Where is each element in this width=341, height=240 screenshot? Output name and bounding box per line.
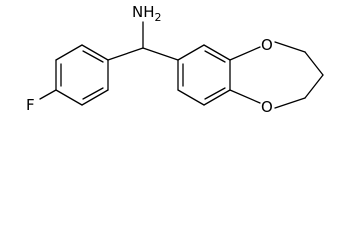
double-bond-inner: [204, 50, 226, 63]
bond-c-o-top: [229, 46, 261, 61]
bond-ch-benzo: [142, 47, 179, 61]
dioxepine-ring: [229, 41, 324, 109]
double-bond-inner: [204, 87, 226, 100]
molecule-drawing: F NH2 O O: [26, 3, 324, 116]
fluorophenyl-ring: [55, 44, 109, 106]
oxygen-bottom-label: O: [261, 98, 273, 116]
bond-o-c-bottom: [229, 89, 261, 104]
bond-o-ch2: [274, 41, 306, 53]
bond: [177, 44, 205, 61]
bond: [55, 44, 83, 61]
bond-ch2-ch2: [304, 51, 324, 76]
benzo-ring: [177, 44, 231, 106]
bond: [55, 89, 83, 106]
bond: [177, 89, 205, 106]
structure-diagram: F NH2 O O: [26, 3, 324, 116]
fluorine-label: F: [26, 96, 35, 114]
bond: [203, 44, 231, 61]
double-bond-inner: [82, 50, 104, 63]
bond: [81, 89, 109, 106]
bond: [203, 89, 231, 106]
bond-ch2-o: [274, 97, 306, 109]
amine-label: NH2: [132, 3, 162, 24]
double-bond-inner: [82, 87, 104, 100]
bond: [81, 44, 109, 61]
bond-ch2-ch2: [304, 74, 324, 99]
bond-ch-phenyl: [107, 47, 144, 61]
bond-c-f: [39, 89, 57, 100]
oxygen-top-label: O: [261, 36, 273, 54]
